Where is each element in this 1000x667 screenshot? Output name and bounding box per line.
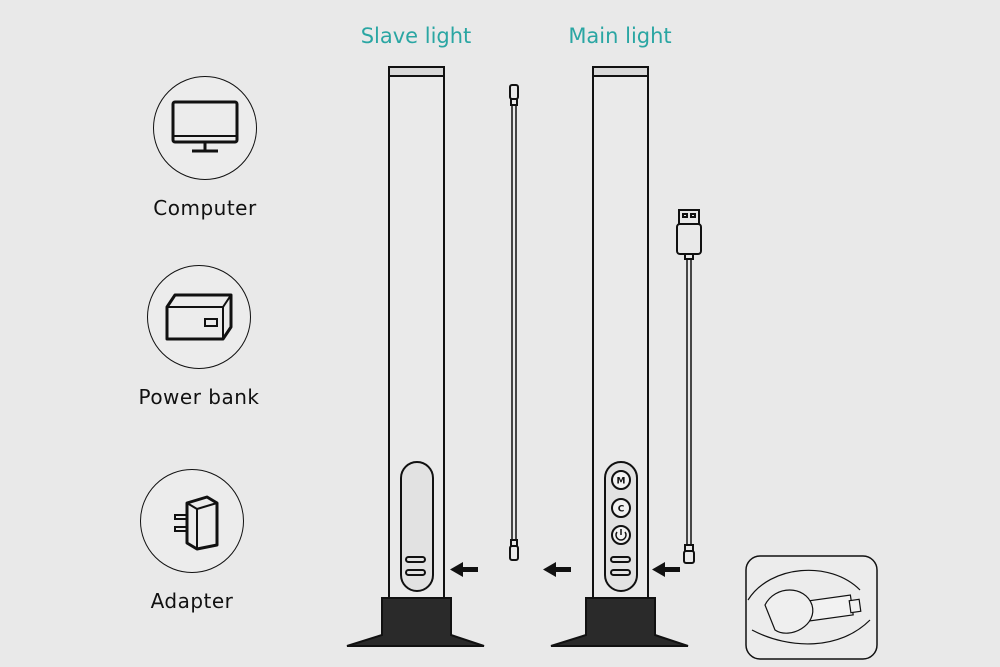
main-light-bar [550, 66, 689, 647]
connector-cable [509, 84, 519, 561]
main-light-title: Main light [568, 24, 672, 48]
mode-button-label: M [617, 477, 626, 487]
power-source-computer: Computer [105, 76, 305, 220]
power-bank-circle [147, 265, 251, 369]
color-button-c[interactable] [611, 498, 631, 518]
monitor-icon [171, 100, 239, 153]
power-source-power-bank: Power bank [99, 265, 299, 409]
color-button-label: C [618, 505, 625, 515]
power-button[interactable] [611, 525, 631, 545]
adapter-label: Adapter [150, 589, 234, 613]
slave-light-bar [346, 66, 485, 647]
computer-label: Computer [153, 196, 257, 220]
power-bank-icon [165, 293, 233, 341]
usb-cable [676, 209, 702, 564]
inset-plug-detail [745, 555, 878, 660]
power-bank-label: Power bank [138, 385, 260, 409]
wall-adapter-icon [174, 495, 219, 551]
arrow-to-slave [450, 562, 478, 577]
mode-button-m[interactable] [611, 470, 631, 490]
slave-light-title: Slave light [360, 24, 472, 48]
adapter-circle [140, 469, 244, 573]
power-source-adapter: Adapter [92, 469, 292, 613]
arrow-to-main-usb [652, 562, 680, 577]
arrow-to-main-from-cable [543, 562, 571, 577]
computer-circle [153, 76, 257, 180]
